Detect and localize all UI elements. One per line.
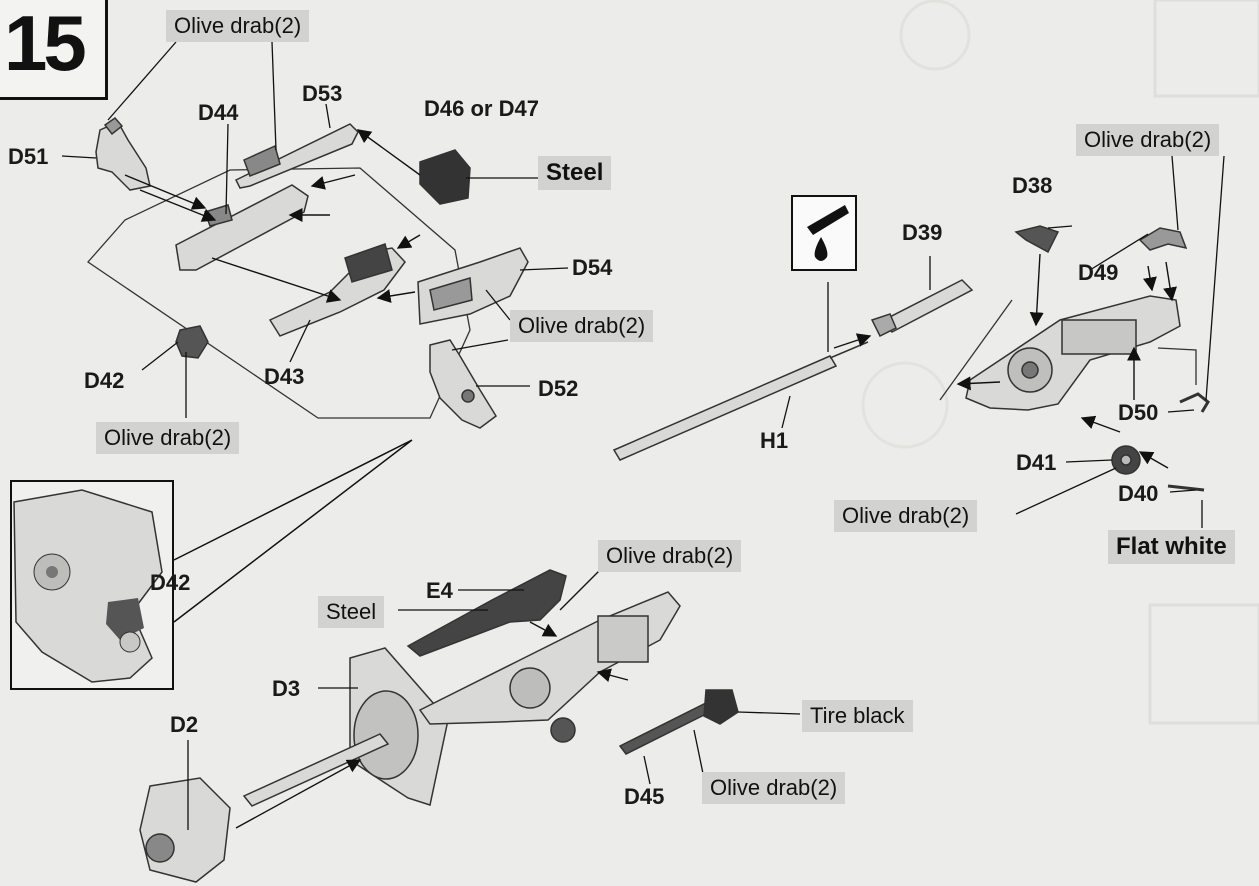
paint-tag-olive-drab-top: Olive drab(2) bbox=[166, 10, 310, 42]
label-d53: D53 bbox=[302, 81, 343, 106]
leader-lines bbox=[61, 41, 1225, 830]
part-d45 bbox=[618, 701, 716, 755]
paint-tag-olive-drab-bottom: Olive drab(2) bbox=[702, 772, 846, 804]
part-d49 bbox=[1138, 227, 1188, 251]
part-d40 bbox=[1167, 484, 1205, 492]
part-d38 bbox=[1014, 225, 1060, 254]
label-d38: D38 bbox=[1012, 173, 1053, 198]
part-d2 bbox=[139, 777, 231, 883]
label-d41: D41 bbox=[1016, 450, 1057, 475]
label-d39: D39 bbox=[902, 220, 943, 245]
upper-right-subassembly bbox=[612, 225, 1210, 492]
paint-tag-olive-drab-right-mid: Olive drab(2) bbox=[834, 500, 978, 532]
paint-tag-steel-bottom: Steel bbox=[318, 596, 385, 628]
lower-assembly bbox=[139, 569, 739, 883]
label-e4: E4 bbox=[426, 578, 453, 603]
paint-tag-olive-drab-right-top: Olive drab(2) bbox=[1076, 124, 1220, 156]
label-d51: D51 bbox=[8, 144, 49, 169]
paint-tag-tire-black: Tire black bbox=[802, 700, 913, 732]
paint-tag-flat-white: Flat white bbox=[1108, 530, 1235, 564]
lower-arrows bbox=[235, 621, 629, 829]
part-d42 bbox=[175, 325, 209, 359]
upper-right-arrows bbox=[833, 253, 1177, 469]
label-d3: D3 bbox=[272, 676, 301, 701]
part-d51 bbox=[95, 121, 151, 191]
upper-left-arrows bbox=[124, 129, 421, 303]
paint-tag-olive-drab-bottom-top: Olive drab(2) bbox=[598, 540, 742, 572]
part-d46-d47 bbox=[419, 149, 471, 205]
part-h1 bbox=[612, 355, 838, 461]
label-d2: D2 bbox=[170, 712, 199, 737]
part-d53 bbox=[234, 123, 359, 189]
step-number: 15 bbox=[4, 0, 87, 87]
glue-drop-icon bbox=[807, 205, 849, 261]
label-d45: D45 bbox=[624, 784, 665, 809]
label-d49: D49 bbox=[1078, 260, 1119, 285]
label-d44: D44 bbox=[198, 100, 239, 125]
cement-glue-icon-box bbox=[791, 195, 857, 271]
detail-inset-drawing bbox=[13, 489, 163, 683]
label-d42-detail: D42 bbox=[150, 570, 191, 595]
label-d50: D50 bbox=[1118, 400, 1159, 425]
part-d44 bbox=[175, 184, 309, 271]
label-h1: H1 bbox=[760, 428, 789, 453]
label-d54: D54 bbox=[572, 255, 613, 280]
upper-left-subassembly bbox=[87, 116, 529, 429]
label-d42-top: D42 bbox=[84, 368, 125, 393]
detail-callout-lines bbox=[173, 439, 413, 623]
part-d52 bbox=[429, 339, 497, 429]
paint-tag-olive-drab-left: Olive drab(2) bbox=[96, 422, 240, 454]
step-number-box: 15 bbox=[0, 0, 108, 100]
paint-tag-steel-top: Steel bbox=[538, 156, 612, 190]
ghost-print-through bbox=[861, 0, 1259, 725]
detail-inset bbox=[10, 480, 174, 690]
label-d40: D40 bbox=[1118, 481, 1159, 506]
label-d43: D43 bbox=[264, 364, 305, 389]
part-d50 bbox=[1179, 392, 1210, 413]
label-d52: D52 bbox=[538, 376, 579, 401]
label-d46-or-d47: D46 or D47 bbox=[424, 96, 539, 121]
part-barrel bbox=[242, 733, 390, 807]
paint-tag-olive-drab-mid: Olive drab(2) bbox=[510, 310, 654, 342]
